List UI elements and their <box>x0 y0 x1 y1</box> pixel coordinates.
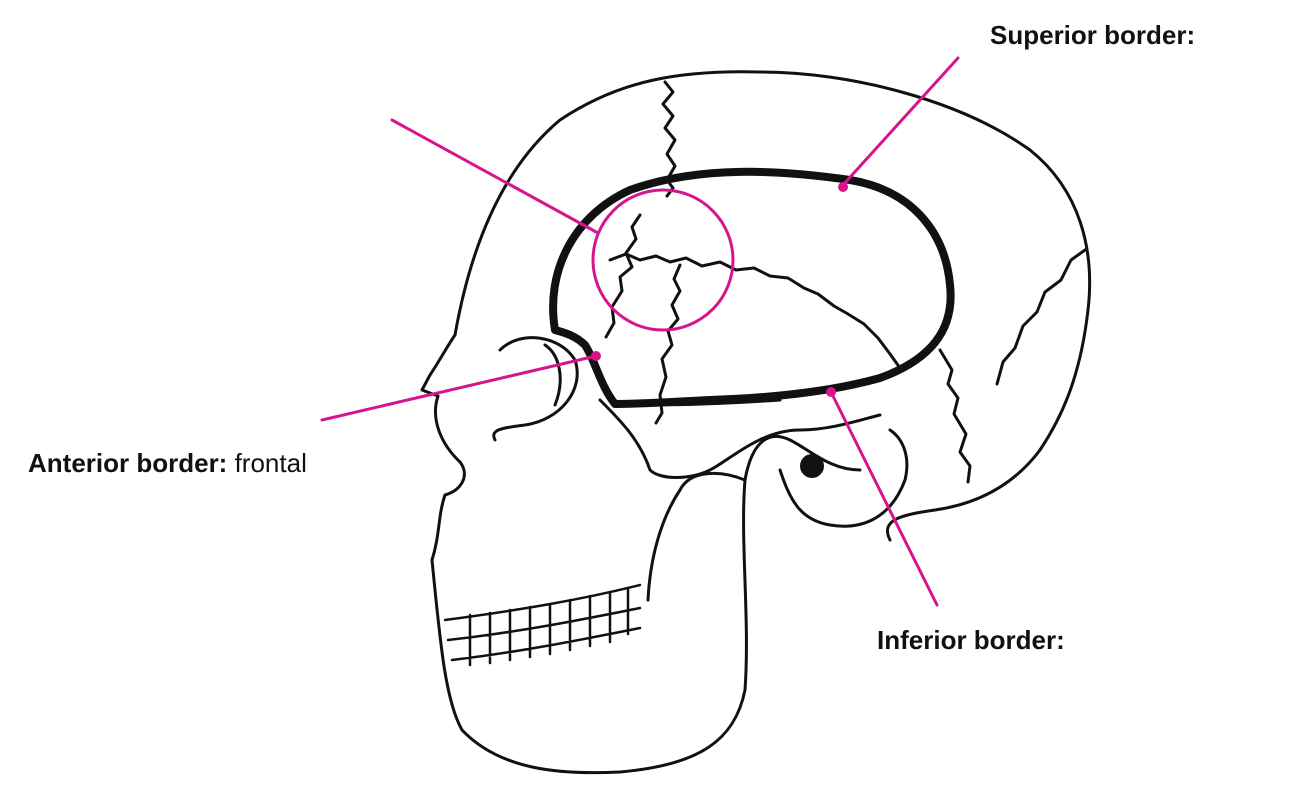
superior-border-label: Superior border: <box>990 22 1195 48</box>
skull-outline <box>453 70 1092 542</box>
zygomatic-upper-edge <box>613 398 782 407</box>
anterior-pointer-dot <box>591 351 601 361</box>
occipital-base <box>778 428 909 528</box>
superior-border-title: Superior border: <box>990 20 1196 50</box>
anterior-border-title: Anterior border: <box>28 448 228 478</box>
squamosal-suture <box>608 252 902 370</box>
face-outline <box>420 333 466 562</box>
superior-pointer-line <box>841 56 960 187</box>
parietal-temporal-suture <box>938 348 972 484</box>
zygomatic-arch <box>492 336 882 479</box>
sphenoid-suture <box>654 263 682 425</box>
frontal-sutures <box>604 213 642 339</box>
inferior-border-label: Inferior border: <box>877 627 1065 653</box>
inferior-pointer-line <box>829 390 939 607</box>
mandible-outline <box>430 434 862 775</box>
pterion-circle <box>591 188 735 332</box>
anterior-pointer-line <box>320 354 598 422</box>
superior-pointer-dot <box>838 182 848 192</box>
inferior-pointer-dot <box>826 387 836 397</box>
ear-canal <box>800 454 824 478</box>
pterion-pointer-line <box>390 118 600 235</box>
temporal-fossa-outline <box>549 167 955 408</box>
anterior-border-value: frontal <box>234 448 307 478</box>
anterior-border-label: Anterior border: frontal <box>28 450 307 476</box>
teeth <box>443 583 642 667</box>
lambdoid-suture <box>995 248 1087 386</box>
inferior-border-title: Inferior border: <box>877 625 1065 655</box>
mandible-ramus <box>646 471 747 602</box>
